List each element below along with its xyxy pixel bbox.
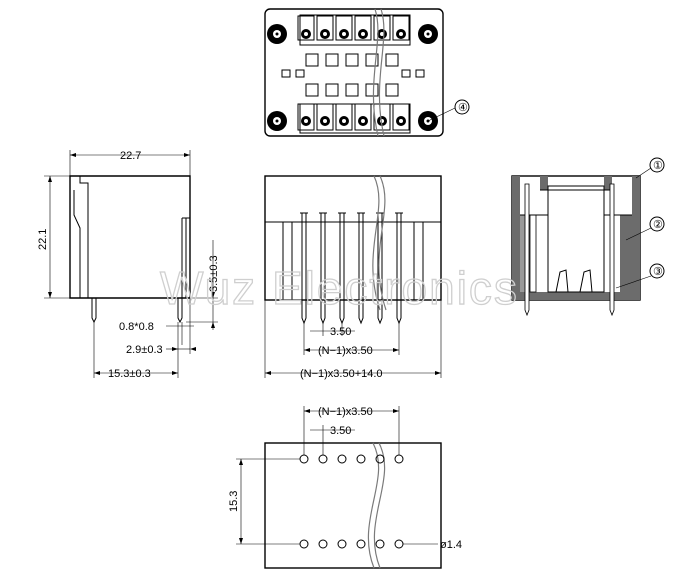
callout-4: ④ xyxy=(458,102,468,114)
side-pin-2 xyxy=(177,298,183,324)
dim-hole-diameter: ø1.4 xyxy=(440,539,462,551)
mounting-hole-tr xyxy=(418,24,438,44)
top-pin-row-lower xyxy=(297,103,410,131)
dim-pin-length: 3.5±0.3 xyxy=(208,255,220,292)
front-view: 3.50 (N−1)x3.50 (N−1)x3.50+14.0 xyxy=(264,175,442,380)
pcb-layout: (N−1)x3.50 3.50 15.3 ø1.4 xyxy=(228,406,462,569)
top-pin-row-upper xyxy=(297,15,410,41)
dim-height-left: 22.1 xyxy=(37,229,49,250)
callout-1: ① xyxy=(653,160,663,172)
dim-pcb-row: 15.3 xyxy=(228,491,240,512)
callout-2: ② xyxy=(653,219,663,231)
mounting-hole-tl xyxy=(267,24,287,44)
callout-3: ③ xyxy=(653,266,663,278)
section-contact-right xyxy=(609,183,615,317)
top-cavities xyxy=(281,53,425,97)
section-contact-left xyxy=(524,183,530,317)
front-break-line-1 xyxy=(372,175,381,311)
side-pin-1 xyxy=(91,298,97,324)
dim-front-span: (N−1)x3.50 xyxy=(318,345,373,357)
side-view: 22.7 22.1 3.5±0.3 0.8*0.8 2.9±0.3 15.3±0… xyxy=(37,150,220,380)
pcb-holes-lower xyxy=(299,539,404,549)
dim-pin-offset: 2.9±0.3 xyxy=(126,344,163,356)
mounting-hole-bl xyxy=(267,111,287,131)
watermark: Wuz Electronics xyxy=(160,262,519,314)
top-view: ④ xyxy=(264,8,470,137)
dim-pcb-pitch: 3.50 xyxy=(330,425,351,437)
section-view: ① ② ③ xyxy=(511,157,665,317)
section-hatch xyxy=(512,176,640,300)
dim-row-spacing: 15.3±0.3 xyxy=(108,368,151,380)
dim-front-pitch: 3.50 xyxy=(330,326,351,338)
top-break-line-1 xyxy=(372,8,379,137)
dim-front-overall: (N−1)x3.50+14.0 xyxy=(300,368,383,380)
top-break-line-2 xyxy=(378,8,385,137)
front-break-line-2 xyxy=(378,175,387,311)
dim-width-top: 22.7 xyxy=(120,150,141,162)
dim-pin-section: 0.8*0.8 xyxy=(119,321,154,333)
pcb-holes-upper xyxy=(299,454,404,464)
dim-pcb-span: (N−1)x3.50 xyxy=(318,406,373,418)
callout-4-circle xyxy=(454,99,470,115)
